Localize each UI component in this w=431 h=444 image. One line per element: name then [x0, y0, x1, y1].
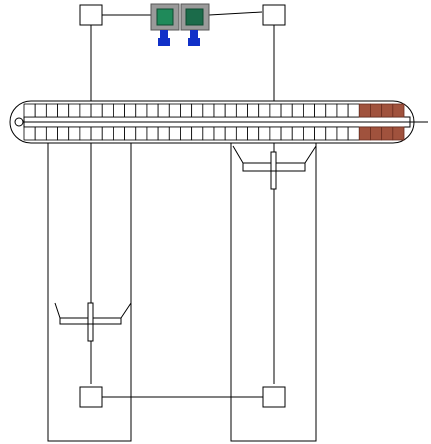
bottom-slat [23, 126, 36, 141]
left-roller [14, 117, 24, 127]
bottom-slat [235, 126, 248, 141]
bottom-slat [68, 126, 81, 141]
top-slat-loaded [370, 103, 383, 118]
bottom-slat [90, 126, 103, 141]
left-blue-actuator-lower [158, 38, 170, 46]
bottom-slat [269, 126, 282, 141]
bottom-slat [303, 126, 315, 141]
right-hopper-right [277, 145, 317, 172]
top-slat [314, 103, 327, 118]
top-slat [57, 103, 70, 118]
bottom-right-pulley-box [262, 386, 286, 408]
bottom-slat [45, 126, 58, 141]
bottom-slat [336, 126, 349, 141]
top-slat [247, 103, 260, 118]
bottom-slat-loaded [392, 126, 405, 141]
top-slat-loaded [358, 103, 371, 118]
top-slat [235, 103, 248, 118]
right-tower [230, 143, 317, 442]
top-right-link [208, 11, 263, 16]
top-slat [68, 103, 81, 118]
bottom-slat [101, 126, 114, 141]
top-slat [135, 103, 148, 118]
bottom-slat [168, 126, 181, 141]
bottom-slat-loaded [370, 126, 383, 141]
right-hopper-left [232, 145, 272, 172]
top-slat [336, 103, 349, 118]
top-slat [191, 103, 204, 118]
bottom-slat [258, 126, 271, 141]
top-slat [79, 103, 92, 118]
top-right-pulley-box [262, 4, 286, 26]
top-slat-loaded [392, 103, 405, 118]
right-blue-actuator-upper [190, 30, 198, 38]
bottom-left-pulley-box [79, 386, 103, 408]
left-piston [87, 302, 94, 342]
bottom-slat [191, 126, 204, 141]
right-drive-core [185, 8, 204, 26]
top-slat [113, 103, 125, 118]
top-slat [157, 103, 170, 118]
bottom-slat [135, 126, 148, 141]
top-slat [303, 103, 315, 118]
top-slat [269, 103, 282, 118]
top-slat [347, 103, 360, 118]
top-slat [23, 103, 36, 118]
bottom-slat [347, 126, 360, 141]
bottom-slat [213, 126, 226, 141]
top-slat [180, 103, 193, 118]
bottom-slat [113, 126, 125, 141]
bottom-slat [180, 126, 193, 141]
bottom-slat [146, 126, 159, 141]
bottom-slat [157, 126, 170, 141]
top-slat [101, 103, 114, 118]
top-slat [291, 103, 304, 118]
right-tower-frame [230, 143, 317, 442]
right-blue-actuator-lower [188, 38, 200, 46]
top-slat [224, 103, 237, 118]
top-slat [168, 103, 181, 118]
bottom-slat [34, 126, 47, 141]
top-left-pulley-box [79, 4, 103, 26]
bottom-slat [325, 126, 338, 141]
bottom-slat [280, 126, 293, 141]
left-tower [47, 143, 132, 442]
top-slat [202, 103, 215, 118]
left-hopper-left [54, 302, 89, 325]
top-slat-loaded [381, 103, 394, 118]
top-slat [124, 103, 137, 118]
bottom-slat [57, 126, 70, 141]
bottom-slat [124, 126, 137, 141]
bottom-slat [224, 126, 237, 141]
top-slat [90, 103, 103, 118]
bottom-slat [247, 126, 260, 141]
top-slat [45, 103, 58, 118]
bottom-slat-loaded [358, 126, 371, 141]
bottom-slat-row [23, 126, 405, 141]
top-linkage [79, 4, 286, 384]
left-hopper-right [93, 302, 132, 325]
right-drive-unit [180, 3, 210, 46]
top-slat [34, 103, 47, 118]
top-slat-row [23, 103, 405, 118]
bottom-slat [79, 126, 92, 141]
top-slat [325, 103, 338, 118]
bottom-slat [291, 126, 304, 141]
bottom-slat [202, 126, 215, 141]
top-slat [258, 103, 271, 118]
bottom-slat [314, 126, 327, 141]
top-slat [146, 103, 159, 118]
bottom-slat-loaded [381, 126, 394, 141]
left-blue-actuator-upper [160, 30, 168, 38]
conveyor-belt [9, 100, 428, 144]
left-drive-unit [150, 3, 180, 46]
left-drive-core [156, 8, 174, 26]
top-slat [280, 103, 293, 118]
top-slat [213, 103, 226, 118]
left-tower-frame [47, 143, 132, 442]
